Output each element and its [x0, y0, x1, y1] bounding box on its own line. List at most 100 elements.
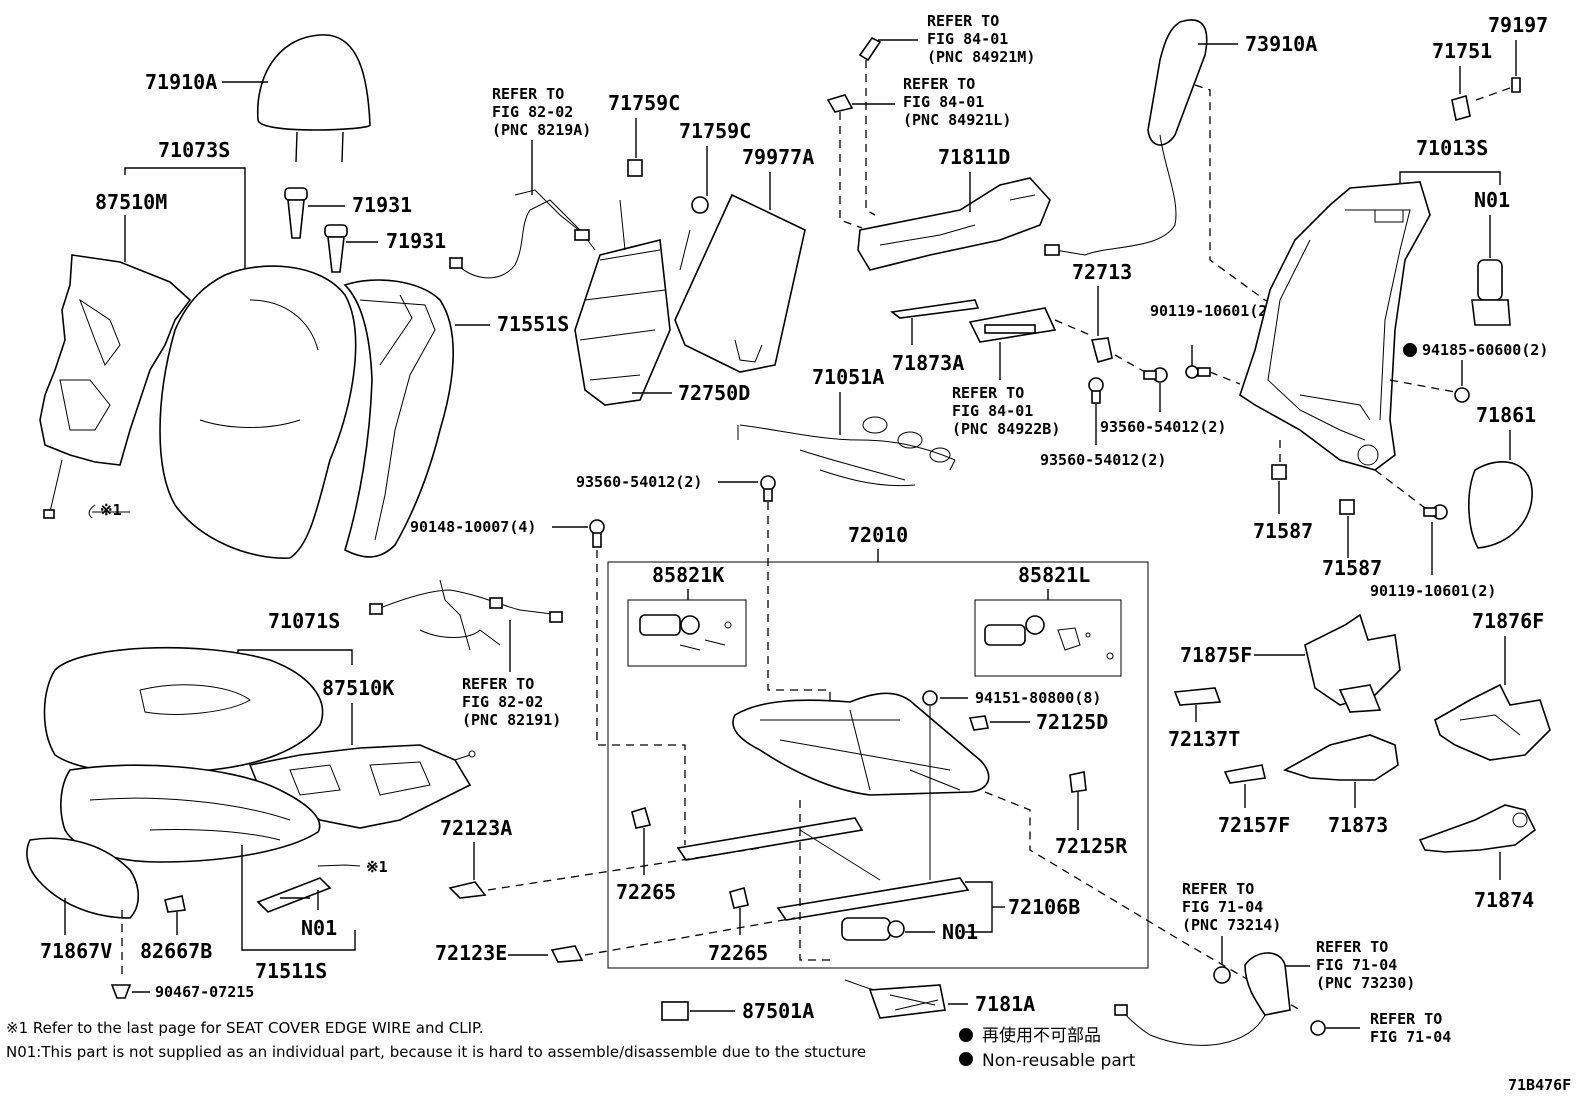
- svg-text:(PNC 84921L): (PNC 84921L): [903, 111, 1011, 129]
- label-N01-c: N01: [301, 916, 337, 940]
- label-72010: 72010: [848, 523, 908, 547]
- label-79197: 79197: [1488, 13, 1548, 37]
- svg-text:REFER TO: REFER TO: [462, 675, 534, 693]
- label-87501A: 87501A: [742, 999, 814, 1023]
- label-71931-a: 71931: [352, 193, 412, 217]
- label-72137T: 72137T: [1168, 727, 1240, 751]
- trim-71874: [1418, 804, 1537, 853]
- label-72265-b: 72265: [708, 941, 768, 965]
- seatback-heater-mat: [39, 254, 192, 519]
- legend-en: Non-reusable part: [982, 1051, 1136, 1071]
- seatback-pad: [343, 279, 454, 558]
- seatback-frame-71013S: [1239, 181, 1431, 471]
- svg-text:REFER TO: REFER TO: [1316, 938, 1388, 956]
- label-71910A: 71910A: [145, 70, 217, 94]
- seatback-spring-71051A: [737, 416, 956, 487]
- buckle-73230: [1114, 952, 1291, 1046]
- clip-82667B: [164, 895, 186, 913]
- svg-text:REFER TO: REFER TO: [952, 384, 1024, 402]
- clip-72125D: [968, 715, 989, 731]
- label-72106B: 72106B: [1008, 895, 1080, 919]
- ref-fig82-02-b: REFER TO FIG 82-02 (PNC 82191): [462, 675, 561, 729]
- label-71073S: 71073S: [158, 138, 230, 162]
- front-cover-71867V: [26, 837, 140, 919]
- bolt-90119-b: [1423, 504, 1448, 520]
- motor-box-85821L: [974, 599, 1122, 677]
- label-71874: 71874: [1474, 888, 1534, 912]
- bolt-93560-c: [760, 475, 776, 502]
- recliner-motor-N01: [1471, 259, 1511, 326]
- svg-text:(PNC 84921M): (PNC 84921M): [927, 48, 1035, 66]
- label-71873A: 71873A: [892, 351, 964, 375]
- label-71876F: 71876F: [1472, 609, 1544, 633]
- headrest-support-1: [284, 187, 308, 239]
- trim-71873: [1282, 734, 1399, 781]
- label-72123A: 72123A: [440, 816, 512, 840]
- svg-text:FIG 82-02: FIG 82-02: [492, 103, 573, 121]
- bolt-93560-b: [1088, 377, 1104, 404]
- label-72157F: 72157F: [1218, 813, 1290, 837]
- trim-84921L: [826, 94, 854, 113]
- label-71875F: 71875F: [1180, 643, 1252, 667]
- trim-71873A: [889, 299, 980, 319]
- figure-id: 71B476F: [1508, 1076, 1571, 1094]
- label-72125R: 72125R: [1055, 834, 1128, 858]
- svg-text:FIG 71-04: FIG 71-04: [1316, 956, 1397, 974]
- clip-72265-a: [631, 806, 652, 829]
- label-N01-b: N01: [942, 920, 978, 944]
- motor-85821K: [639, 614, 732, 651]
- trim-71875F: [1304, 613, 1401, 713]
- label-star1-b: ※1: [366, 858, 388, 876]
- svg-text:(PNC 73214): (PNC 73214): [1182, 916, 1281, 934]
- svg-text:(PNC 73230): (PNC 73230): [1316, 974, 1415, 992]
- seat-frame-part-N01: [256, 864, 361, 913]
- nut-94185: [1454, 387, 1470, 403]
- label-73910A: 73910A: [1245, 32, 1317, 56]
- trim-72157F: [1223, 764, 1266, 784]
- label-79977A: 79977A: [742, 145, 814, 169]
- lumbar-support-72750D: [574, 199, 691, 406]
- cover-72123E: [550, 945, 584, 963]
- svg-text:REFER TO: REFER TO: [1370, 1010, 1442, 1028]
- recliner-cover-71861: [1468, 461, 1533, 549]
- seat-rail-72106B: [776, 877, 970, 921]
- ref-fig82-02-a: REFER TO FIG 82-02 (PNC 8219A): [492, 85, 591, 139]
- side-shield-71811D: [857, 177, 1051, 271]
- seat-rail-upper: [676, 817, 864, 861]
- label-71861: 71861: [1476, 403, 1536, 427]
- legend-jp: 再使用不可部品: [982, 1025, 1101, 1046]
- label-71013S: 71013S: [1416, 136, 1488, 160]
- label-71811D: 71811D: [938, 145, 1010, 169]
- label-90148: 90148-10007(4): [410, 518, 536, 536]
- label-93560-a: 93560-54012(2): [1100, 418, 1226, 436]
- label-72750D: 72750D: [678, 381, 750, 405]
- bolt-90119-a: [1185, 365, 1211, 379]
- side-airbag-73910A: [1044, 19, 1208, 256]
- headrest-support-2: [324, 224, 348, 273]
- label-71587-b: 71587: [1322, 556, 1382, 580]
- trim-72137T: [1173, 687, 1222, 706]
- label-72123E: 72123E: [435, 941, 507, 965]
- ref-fig84-01-c: REFER TO FIG 84-01 (PNC 84922B): [952, 384, 1060, 438]
- label-71587-a: 71587: [1253, 519, 1313, 543]
- nut-94151: [922, 690, 938, 706]
- label-72713: 72713: [1072, 260, 1132, 284]
- label-93560-b: 93560-54012(2): [1040, 451, 1166, 469]
- svg-text:FIG 84-01: FIG 84-01: [903, 93, 984, 111]
- harness-upper: [449, 189, 596, 279]
- label-71867V: 71867V: [40, 939, 112, 963]
- label-93560-c: 93560-54012(2): [576, 473, 702, 491]
- trim-71876F: [1434, 683, 1551, 761]
- label-87510K: 87510K: [322, 676, 394, 700]
- nut-fig71-04: [1310, 1020, 1326, 1036]
- clip-72265-b: [729, 887, 749, 909]
- cap-71751: [1451, 94, 1471, 122]
- label-87510M: 87510M: [95, 190, 167, 214]
- svg-text:FIG 84-01: FIG 84-01: [952, 402, 1033, 420]
- back-board-79977A: [674, 193, 806, 373]
- label-82667B: 82667B: [140, 939, 212, 963]
- footnote-star1: ※1 Refer to the last page for SEAT COVER…: [6, 1019, 483, 1037]
- label-72125D: 72125D: [1036, 710, 1108, 734]
- label-71759C-a: 71759C: [608, 91, 680, 115]
